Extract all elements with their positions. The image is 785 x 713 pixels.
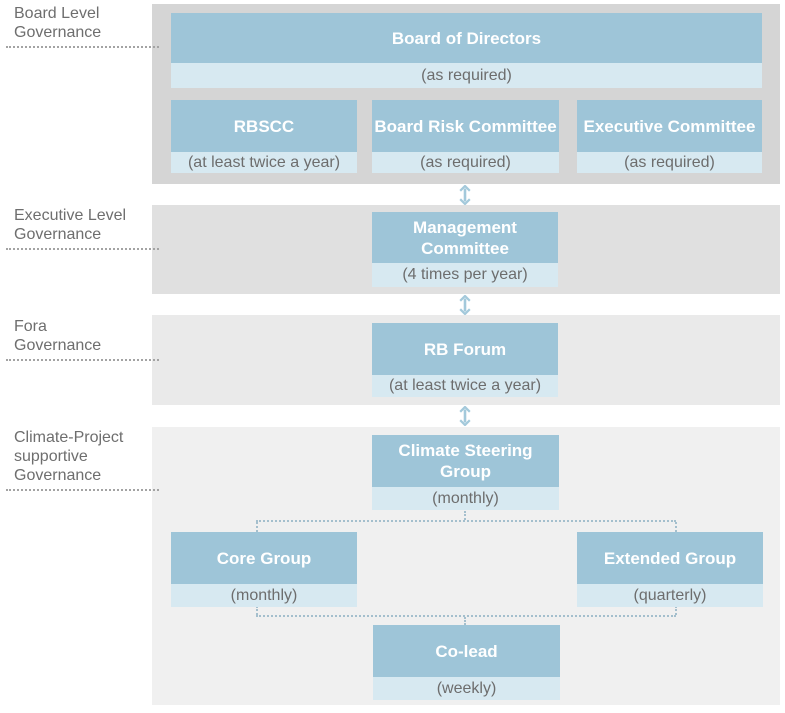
dotted-connector-vertical (675, 522, 677, 532)
box-title: Board of Directors (171, 13, 762, 63)
box-frequency: (monthly) (171, 584, 357, 607)
section-label-line: Governance (14, 226, 102, 243)
up-down-arrow-icon (459, 406, 471, 426)
dotted-connector-vertical (256, 606, 258, 615)
box-title: Management Committee (372, 212, 558, 263)
box-frequency: (4 times per year) (372, 263, 558, 287)
section-label-line: Governance (14, 337, 102, 354)
box-frequency: (weekly) (373, 677, 560, 700)
section-label-line: Fora (14, 318, 47, 335)
dotted-connector-vertical (256, 522, 258, 532)
section-label-board-level-governance: Board Level Governance (6, 4, 159, 48)
section-label-line: Governance (14, 467, 102, 484)
box-climate-steering-group: Climate Steering Group (monthly) (372, 435, 559, 510)
section-label-line: Climate-Project (14, 429, 124, 446)
box-title: RBSCC (171, 100, 357, 152)
box-title-line: Group (440, 462, 491, 481)
section-label-line: Board Level (14, 5, 100, 22)
section-label-executive-level-governance: Executive Level Governance (6, 206, 159, 250)
box-title: Board Risk Committee (372, 100, 559, 152)
box-title-line: Management (413, 217, 517, 237)
box-board-risk-committee: Board Risk Committee (as required) (372, 100, 559, 173)
box-title-line: Committee (421, 238, 509, 258)
dotted-connector-horizontal (256, 520, 676, 522)
box-frequency: (monthly) (372, 487, 559, 510)
box-frequency: (as required) (577, 152, 762, 173)
box-core-group: Core Group (monthly) (171, 532, 357, 607)
box-management-committee: Management Committee (4 times per year) (372, 212, 558, 287)
box-rb-forum: RB Forum (at least twice a year) (372, 323, 558, 397)
box-title: RB Forum (372, 323, 558, 375)
box-frequency: (at least twice a year) (171, 152, 357, 173)
section-label-line: Executive Level (14, 207, 127, 224)
box-frequency: (as required) (171, 63, 762, 88)
box-co-lead: Co-lead (weekly) (373, 625, 560, 700)
dotted-connector-horizontal (256, 615, 676, 617)
box-title: Executive Committee (577, 100, 762, 152)
up-down-arrow-icon (459, 185, 471, 205)
box-title: Climate Steering Group (372, 435, 559, 487)
box-title: Core Group (171, 532, 357, 584)
box-frequency: (at least twice a year) (372, 375, 558, 397)
up-down-arrow-icon (459, 295, 471, 315)
section-label-line: Governance (14, 24, 102, 41)
dotted-connector-vertical (464, 511, 466, 520)
section-label-line: supportive (14, 448, 88, 465)
box-title: Co-lead (373, 625, 560, 677)
box-extended-group: Extended Group (quarterly) (577, 532, 763, 607)
box-frequency: (quarterly) (577, 584, 763, 607)
section-label-fora-governance: Fora Governance (6, 317, 159, 361)
dotted-connector-vertical (464, 617, 466, 625)
dotted-connector-vertical (675, 606, 677, 615)
box-frequency: (as required) (372, 152, 559, 173)
box-executive-committee: Executive Committee (as required) (577, 100, 762, 173)
section-label-climate-project-governance: Climate-Project supportive Governance (6, 428, 159, 491)
box-board-of-directors: Board of Directors (as required) (171, 13, 762, 88)
box-title: Extended Group (577, 532, 763, 584)
box-rbscc: RBSCC (at least twice a year) (171, 100, 357, 173)
box-title-line: Climate Steering (398, 441, 533, 460)
